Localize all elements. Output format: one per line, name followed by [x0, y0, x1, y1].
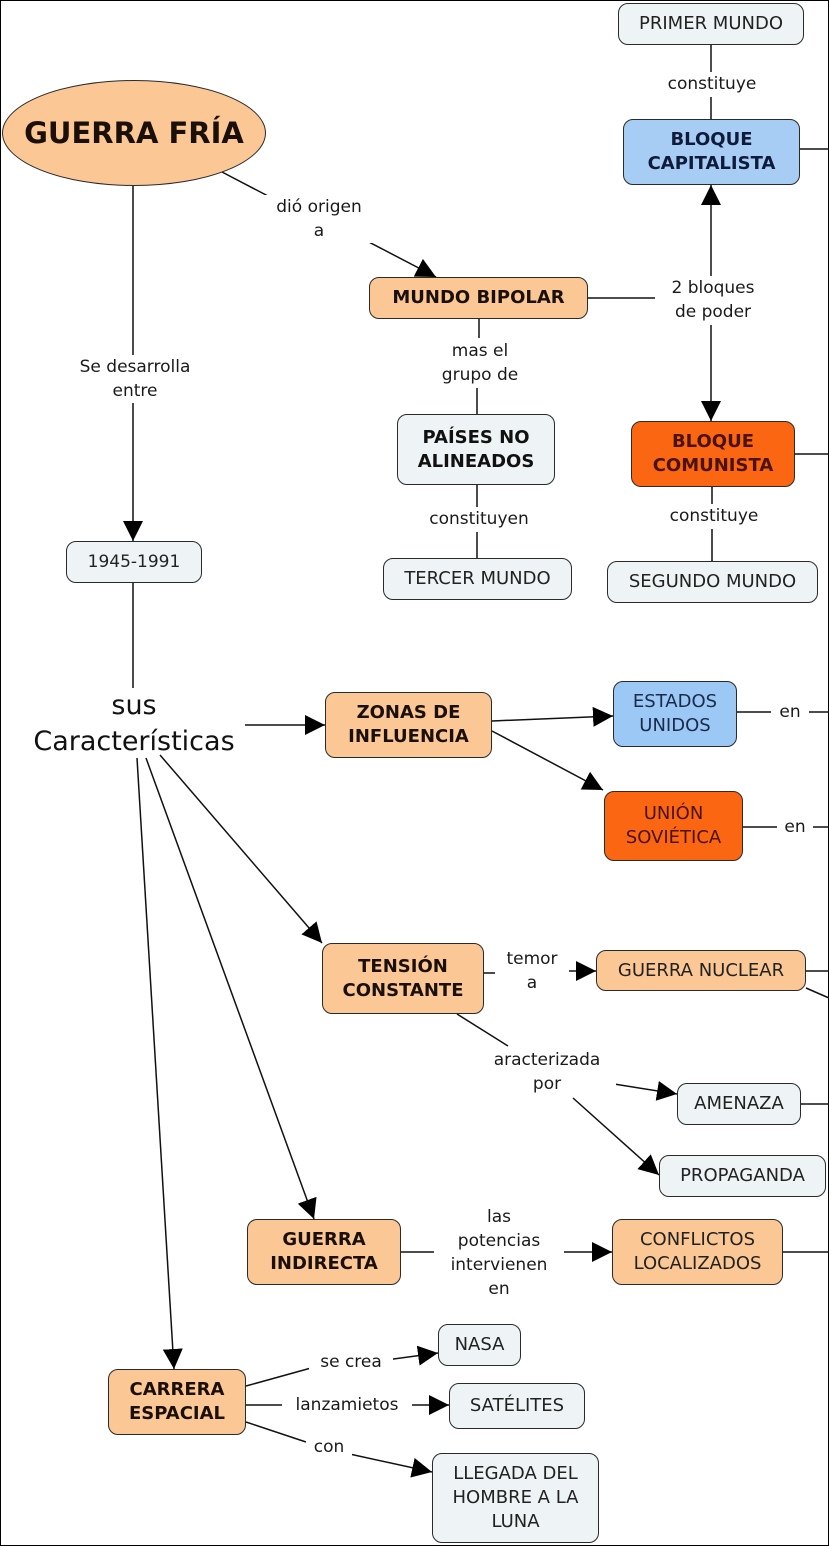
link-arrow [145, 757, 317, 1220]
node-guerra-fria[interactable]: GUERRA FRÍA [2, 80, 266, 186]
link-arrow [344, 1452, 433, 1478]
link-arrow [491, 730, 604, 791]
label-caracterizada-por: aracterizada por [478, 1048, 616, 1096]
node-estados-unidos[interactable]: ESTADOS UNIDOS [613, 681, 737, 747]
label-temor-a: temor a [495, 947, 569, 995]
node-carrera-espacial[interactable]: CARRERA ESPACIAL [108, 1369, 246, 1435]
node-tercer-mundo[interactable]: TERCER MUNDO [383, 558, 572, 600]
link-line [245, 1367, 312, 1387]
label-en-urss: en [777, 815, 813, 839]
link-arrow [613, 1080, 678, 1101]
node-mundo-bipolar[interactable]: MUNDO BIPOLAR [369, 277, 588, 319]
label-constituye-segundo: constituye [652, 504, 776, 528]
link-arrow [385, 1345, 439, 1366]
node-nasa[interactable]: NASA [438, 1324, 521, 1366]
label-en-eeuu: en [771, 700, 809, 724]
node-periodo[interactable]: 1945-1991 [66, 541, 202, 583]
label-se-crea: se crea [309, 1350, 393, 1374]
node-caracteristicas[interactable]: sus Características [33, 690, 235, 757]
node-guerra-nuclear[interactable]: GUERRA NUCLEAR [596, 950, 806, 991]
label-dos-bloques: 2 bloques de poder [655, 276, 771, 324]
label-lanzamietos: lanzamietos [282, 1393, 412, 1417]
node-zonas-influencia[interactable]: ZONAS DE INFLUENCIA [325, 692, 492, 758]
label-las-potencias: las potencias intervienen en [434, 1205, 564, 1301]
link-line [245, 1421, 307, 1443]
node-tension-constante[interactable]: TENSIÓN CONSTANTE [322, 943, 484, 1014]
node-llegada-luna[interactable]: LLEGADA DEL HOMBRE A LA LUNA [432, 1453, 599, 1543]
link-line [456, 1013, 509, 1047]
link-arrow [136, 757, 183, 1370]
node-primer-mundo[interactable]: PRIMER MUNDO [618, 3, 804, 45]
node-guerra-indirecta[interactable]: GUERRA INDIRECTA [247, 1219, 401, 1285]
label-se-desarrolla: Se desarrolla entre [60, 355, 210, 403]
label-mas-el-grupo: mas el grupo de [430, 339, 530, 387]
node-paises-no-alineados[interactable]: PAÍSES NO ALINEADOS [397, 414, 555, 485]
link-arrow [572, 1097, 660, 1176]
link-arrow [491, 706, 614, 727]
node-bloque-comunista[interactable]: BLOQUE COMUNISTA [631, 421, 795, 487]
label-constituyen: constituyen [410, 507, 548, 531]
link-arrow [364, 239, 437, 278]
node-amenaza[interactable]: AMENAZA [677, 1083, 801, 1125]
label-dio-origen: dió origen a [262, 195, 376, 243]
label-con: con [306, 1435, 352, 1459]
node-conflictos-localizados[interactable]: CONFLICTOS LOCALIZADOS [612, 1219, 783, 1285]
node-union-sovietica[interactable]: UNIÓN SOVIÉTICA [604, 791, 743, 861]
node-bloque-capitalista[interactable]: BLOQUE CAPITALISTA [623, 119, 800, 185]
node-segundo-mundo[interactable]: SEGUNDO MUNDO [607, 561, 818, 603]
node-satelites[interactable]: SATÉLITES [449, 1383, 585, 1429]
link-line [805, 987, 829, 999]
link-arrow [159, 754, 323, 944]
node-propaganda[interactable]: PROPAGANDA [659, 1155, 826, 1197]
link-line [221, 171, 269, 197]
label-constituye-primer: constituye [651, 72, 773, 96]
